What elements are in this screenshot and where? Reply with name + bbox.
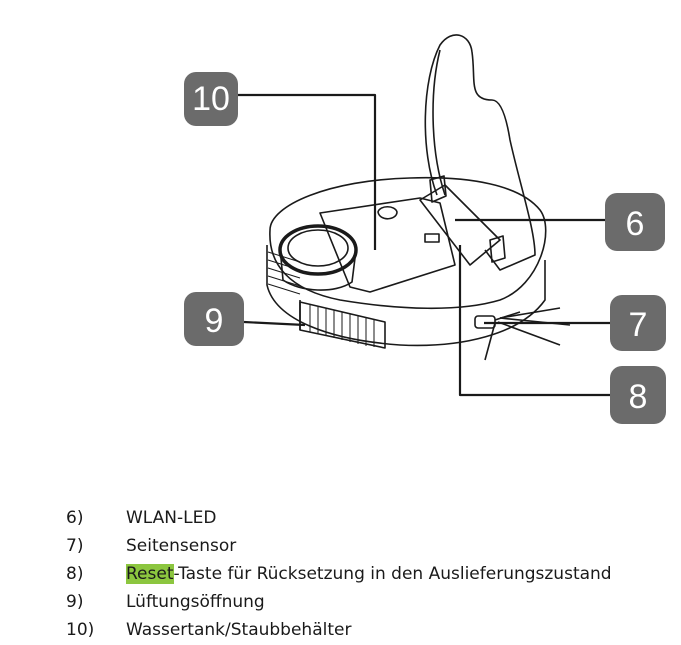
vent-grill [299,301,386,349]
callout-8: 8 [610,366,666,424]
legend-number: 7) [66,536,84,556]
callout-8-label: 8 [629,378,648,416]
callout-9-label: 9 [205,302,224,340]
callout-6: 6 [605,193,665,251]
callout-7-label: 7 [629,306,648,344]
highlighted-word: Reset [126,564,174,584]
callout-10-label: 10 [192,80,230,118]
robot-vacuum-diagram: 10 6 9 7 8 [184,34,666,424]
legend-number: 8) [66,564,84,584]
legend-item: 9) Lüftungsöffnung [0,589,681,615]
legend-text-wrapper: Reset-Taste für Rücksetzung in den Ausli… [126,561,612,587]
legend-text: WLAN-LED [126,508,217,528]
legend-item: 10) Wassertank/Staubbehälter [0,617,681,643]
legend-text: -Taste für Rücksetzung in den Auslieferu… [173,564,612,584]
legend-text: Seitensensor [126,536,237,556]
lidar-sensor [278,224,358,276]
callout-6-label: 6 [626,205,645,243]
legend-item: 7) Seitensensor [0,533,681,559]
legend-item: 8) Reset-Taste für Rücksetzung in den Au… [0,561,681,587]
side-brush [484,307,571,361]
robot-body-top [269,176,547,310]
callout-7: 7 [610,295,666,351]
callout-10: 10 [184,72,238,126]
robot-body-side [266,245,546,347]
legend-number: 6) [66,508,84,528]
legend-number: 9) [66,592,84,612]
legend-item: 6) WLAN-LED [0,505,681,531]
robot-compartment [319,197,456,293]
legend-text: Lüftungsöffnung [126,592,265,612]
robot-lid [424,34,536,271]
callout-9: 9 [184,292,244,346]
legend-text: Wassertank/Staubbehälter [126,620,352,640]
legend-number: 10) [66,620,95,640]
